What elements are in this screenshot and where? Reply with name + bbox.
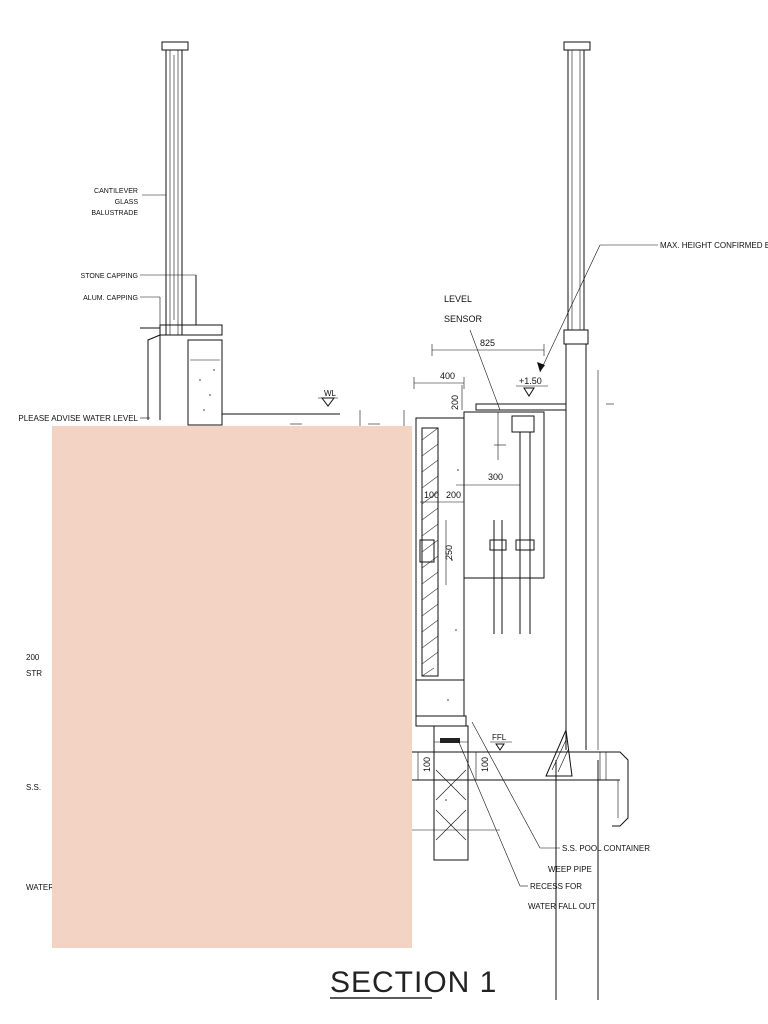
label-alum-capping: ALUM. CAPPING	[83, 295, 138, 302]
label-elevation: +1.50	[519, 376, 542, 386]
dimension-lines	[413, 344, 545, 780]
label-level-2: SENSOR	[444, 314, 483, 324]
label-wl: WL	[324, 389, 337, 398]
dim-200b: 200	[446, 490, 461, 500]
pool-wall	[415, 417, 469, 861]
label-partial-water: WATERP	[26, 883, 59, 892]
ground-slab	[404, 728, 629, 831]
label-cantilever-1: CANTILEVER	[94, 188, 138, 195]
dim-825: 825	[480, 338, 495, 348]
label-ffl: FFL	[492, 733, 507, 742]
dim-100c: 100	[480, 757, 490, 772]
dim-250: 250	[444, 545, 454, 560]
level-sensor-assembly	[463, 329, 567, 634]
section-title: SECTION 1	[330, 966, 497, 999]
label-advise-water: PLEASE ADVISE WATER LEVEL	[18, 414, 138, 423]
label-partial-200: 200	[26, 653, 40, 662]
dim-300: 300	[488, 472, 503, 482]
elevation-marker	[516, 385, 548, 397]
label-cantilever-3: BALUSTRADE	[91, 210, 138, 217]
dim-200a: 200	[450, 395, 460, 410]
dim-100b: 100	[422, 757, 432, 772]
max-height-leader	[537, 244, 658, 373]
left-wall	[140, 275, 340, 426]
dim-400: 400	[440, 371, 455, 381]
left-balustrade	[161, 41, 189, 335]
label-partial-str: STR	[26, 669, 42, 678]
label-cantilever-2: GLASS	[115, 199, 139, 206]
label-stone-capping: STONE CAPPING	[81, 273, 138, 280]
label-max-height: MAX. HEIGHT CONFIRMED BY	[660, 241, 768, 250]
right-balustrade	[555, 41, 614, 1000]
wl-marker	[290, 397, 405, 429]
label-partial-ss: S.S.	[26, 783, 41, 792]
label-ss-pool-2: WEEP PIPE	[548, 865, 592, 874]
left-leaders	[140, 194, 196, 419]
dim-100a: 100	[424, 490, 439, 500]
label-level-1: LEVEL	[444, 294, 472, 304]
label-recess-1: RECESS FOR	[530, 882, 582, 891]
redaction-block	[52, 426, 412, 948]
label-ss-pool-1: S.S. POOL CONTAINER	[562, 844, 650, 853]
bottom-leaders	[457, 721, 560, 887]
label-recess-2: WATER FALL OUT	[528, 902, 596, 911]
